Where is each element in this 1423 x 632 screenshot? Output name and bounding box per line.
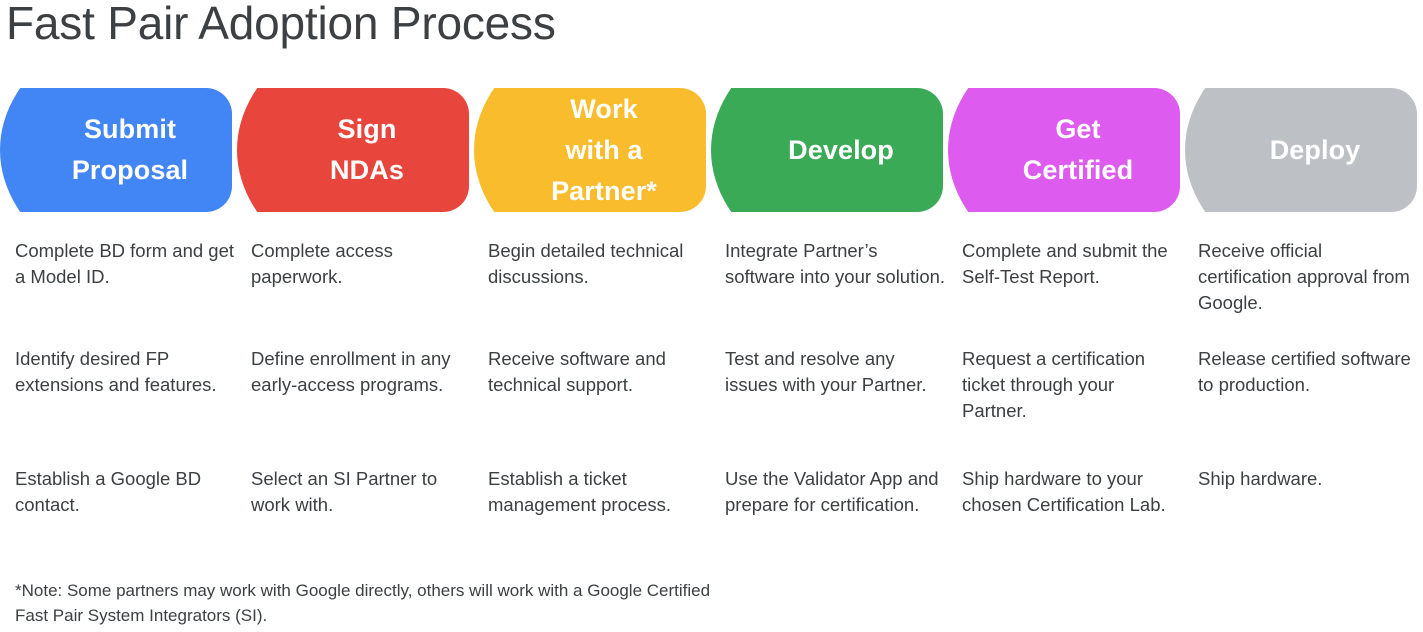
process-step-develop[interactable]: Develop: [711, 88, 943, 212]
process-step-work-with-a-partner[interactable]: Work with a Partner*: [474, 88, 706, 212]
detail-item: Test and resolve any issues with your Pa…: [725, 348, 927, 395]
detail-item: Integrate Partner’s software into your s…: [725, 240, 946, 287]
detail-item: Establish a Google BD contact.: [15, 468, 202, 515]
detail-item: Receive official certification approval …: [1198, 240, 1410, 313]
detail-item: Establish a ticket management process.: [488, 468, 672, 515]
process-step-label-3: Work with a Partner*: [551, 93, 657, 206]
detail-item: Complete access paperwork.: [251, 240, 393, 287]
detail-item: Define enrollment in any early-access pr…: [251, 348, 451, 395]
process-chevron-band: Submit Proposal Sign NDAs Work with a Pa…: [0, 88, 1423, 212]
detail-item: Request a certification ticket through y…: [962, 348, 1146, 421]
detail-item: Complete and submit the Self-Test Report…: [962, 240, 1168, 287]
process-step-label-6: Deploy: [1269, 134, 1361, 165]
process-step-deploy[interactable]: Deploy: [1185, 88, 1417, 212]
chevron-shape-1: [0, 88, 232, 212]
footnote-text: *Note: Some partners may work with Googl…: [15, 581, 711, 625]
detail-item: Release certified software to production…: [1198, 348, 1411, 395]
process-step-label-2: Sign NDAs: [330, 114, 404, 185]
process-step-label-1: Submit Proposal: [71, 114, 189, 185]
detail-item: Use the Validator App and prepare for ce…: [725, 468, 939, 515]
detail-item: Ship hardware to your chosen Certificati…: [962, 468, 1166, 515]
step-details-grid: Complete BD form and get a Model ID. Ide…: [0, 238, 1423, 558]
chevron-shape-6: [1185, 88, 1417, 212]
detail-item: Identify desired FP extensions and featu…: [15, 348, 217, 395]
chevron-shape-5: [948, 88, 1180, 212]
process-step-submit-proposal[interactable]: Submit Proposal: [0, 88, 232, 212]
detail-item: Ship hardware.: [1198, 468, 1323, 489]
process-step-label-5: Get Certified: [1022, 114, 1134, 185]
process-step-get-certified[interactable]: Get Certified: [948, 88, 1180, 212]
process-step-sign-ndas[interactable]: Sign NDAs: [237, 88, 469, 212]
chevron-shape-4: [711, 88, 943, 212]
detail-item: Begin detailed technical discussions.: [488, 240, 684, 287]
detail-item: Complete BD form and get a Model ID.: [15, 240, 235, 287]
detail-item: Select an SI Partner to work with.: [251, 468, 438, 515]
detail-item: Receive software and technical support.: [488, 348, 666, 395]
chevron-shape-3: [474, 88, 706, 212]
process-step-label-4: Develop: [788, 134, 894, 165]
chevron-shape-2: [237, 88, 469, 212]
page-title: Fast Pair Adoption Process: [6, 0, 556, 49]
